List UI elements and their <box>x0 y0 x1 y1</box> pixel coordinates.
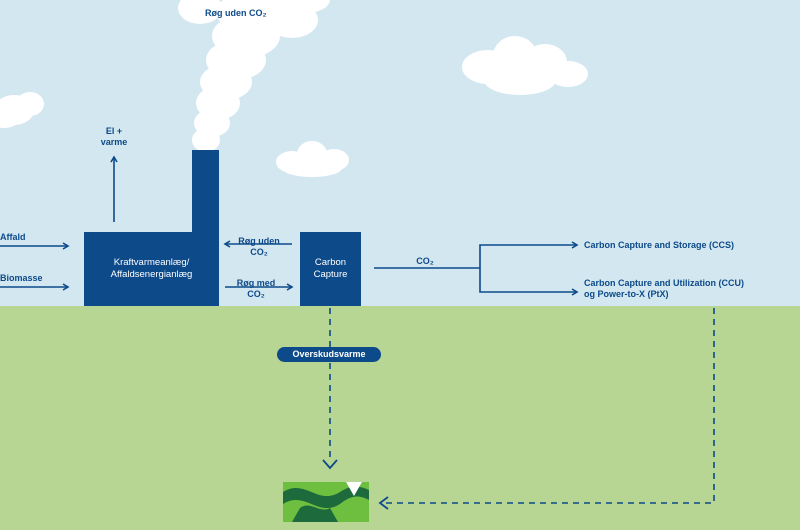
power-plant-line-1: Kraftvarmeanlæg/ <box>113 257 190 268</box>
power-plant-line-2: Affaldsenergianlæg <box>110 269 193 280</box>
cloud-left <box>0 92 44 128</box>
ccu-arrow <box>479 268 579 296</box>
carbon-capture-box <box>300 232 361 306</box>
rog-uden-label: Røg uden CO₂ <box>228 236 290 258</box>
district-heating-network-logo <box>283 482 369 522</box>
affald-label: Affald <box>0 232 26 242</box>
power-plant-label: Kraftvarmeanlæg/ Affaldsenergianlæg <box>84 257 219 281</box>
overskudsvarme-arrowhead <box>322 459 338 470</box>
chimney <box>192 150 219 240</box>
ccu-heat-arrowhead <box>378 496 389 510</box>
el-varme-label: El + varme <box>94 126 134 148</box>
ccu-label: Carbon Capture and Utilization (CCU) og … <box>584 278 744 300</box>
cloud-right <box>462 36 588 95</box>
cloud-middle <box>276 141 349 177</box>
smoke-top-label: Røg uden CO₂ <box>205 8 267 18</box>
smoke-plume <box>178 0 330 152</box>
ccu-line-2: og Power-to-X (PtX) <box>584 289 669 299</box>
rog-med-label: Røg med CO₂ <box>225 278 287 300</box>
ccu-line-1: Carbon Capture and Utilization (CCU) <box>584 278 744 288</box>
carbon-capture-label: Carbon Capture <box>300 257 361 281</box>
power-plant-box <box>84 232 219 306</box>
ccs-arrow <box>479 241 579 268</box>
rog-med-line-1: Røg med <box>236 278 276 288</box>
overskudsvarme-badge: Overskudsvarme <box>277 347 381 362</box>
el-varme-line-2: varme <box>100 137 128 147</box>
rog-med-line-2: CO₂ <box>247 289 265 299</box>
biomasse-label: Biomasse <box>0 273 43 283</box>
carbon-capture-line-1: Carbon <box>314 257 347 268</box>
rog-uden-line-1: Røg uden <box>238 236 280 246</box>
el-varme-line-1: El + <box>105 126 123 136</box>
co2-label: CO₂ <box>416 256 434 266</box>
rog-uden-line-2: CO₂ <box>250 247 268 257</box>
ccs-label: Carbon Capture and Storage (CCS) <box>584 240 735 250</box>
carbon-capture-line-2: Capture <box>313 269 348 280</box>
ground <box>0 306 800 530</box>
